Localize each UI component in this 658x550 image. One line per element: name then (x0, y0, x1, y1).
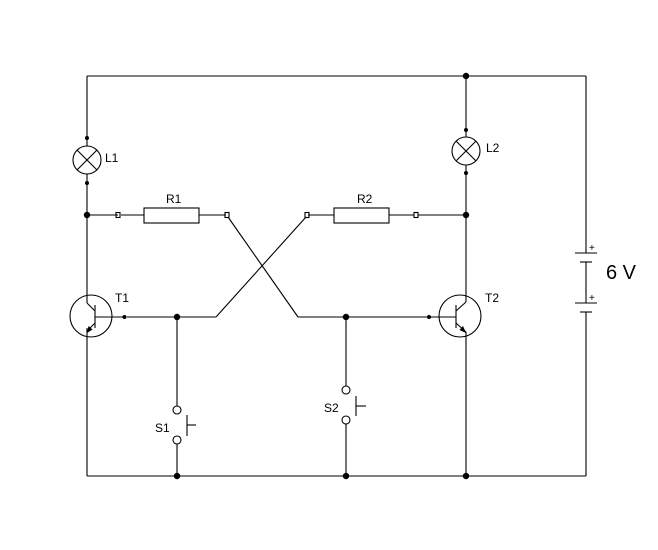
voltage-label: 6 V (606, 262, 637, 284)
transistor-t1-icon (69, 278, 127, 338)
battery-plus-sign-1: + (589, 243, 595, 254)
switch-s1-icon[interactable] (172, 405, 196, 445)
battery-icon (575, 244, 597, 326)
switch-s2-icon[interactable] (341, 385, 366, 425)
resistor-r2-icon (304, 207, 419, 224)
resistor-r1-icon (115, 207, 230, 224)
resistor-r2-label: R2 (357, 192, 373, 206)
lamp-l2-label: L2 (486, 141, 500, 155)
lamp-l1-label: L1 (105, 151, 119, 165)
battery-plus-sign-2: + (589, 293, 595, 304)
switch-s1-label: S1 (155, 421, 170, 435)
transistor-t1-label: T1 (115, 291, 129, 305)
junctions (83, 72, 470, 480)
lamp-l2-icon (451, 128, 481, 175)
transistor-t2-label: T2 (485, 291, 499, 305)
switch-s2-label: S2 (324, 401, 339, 415)
wires (86, 75, 587, 477)
transistor-t2-icon (427, 278, 482, 338)
resistor-r1-label: R1 (166, 192, 182, 206)
lamp-l1-icon (72, 136, 102, 185)
